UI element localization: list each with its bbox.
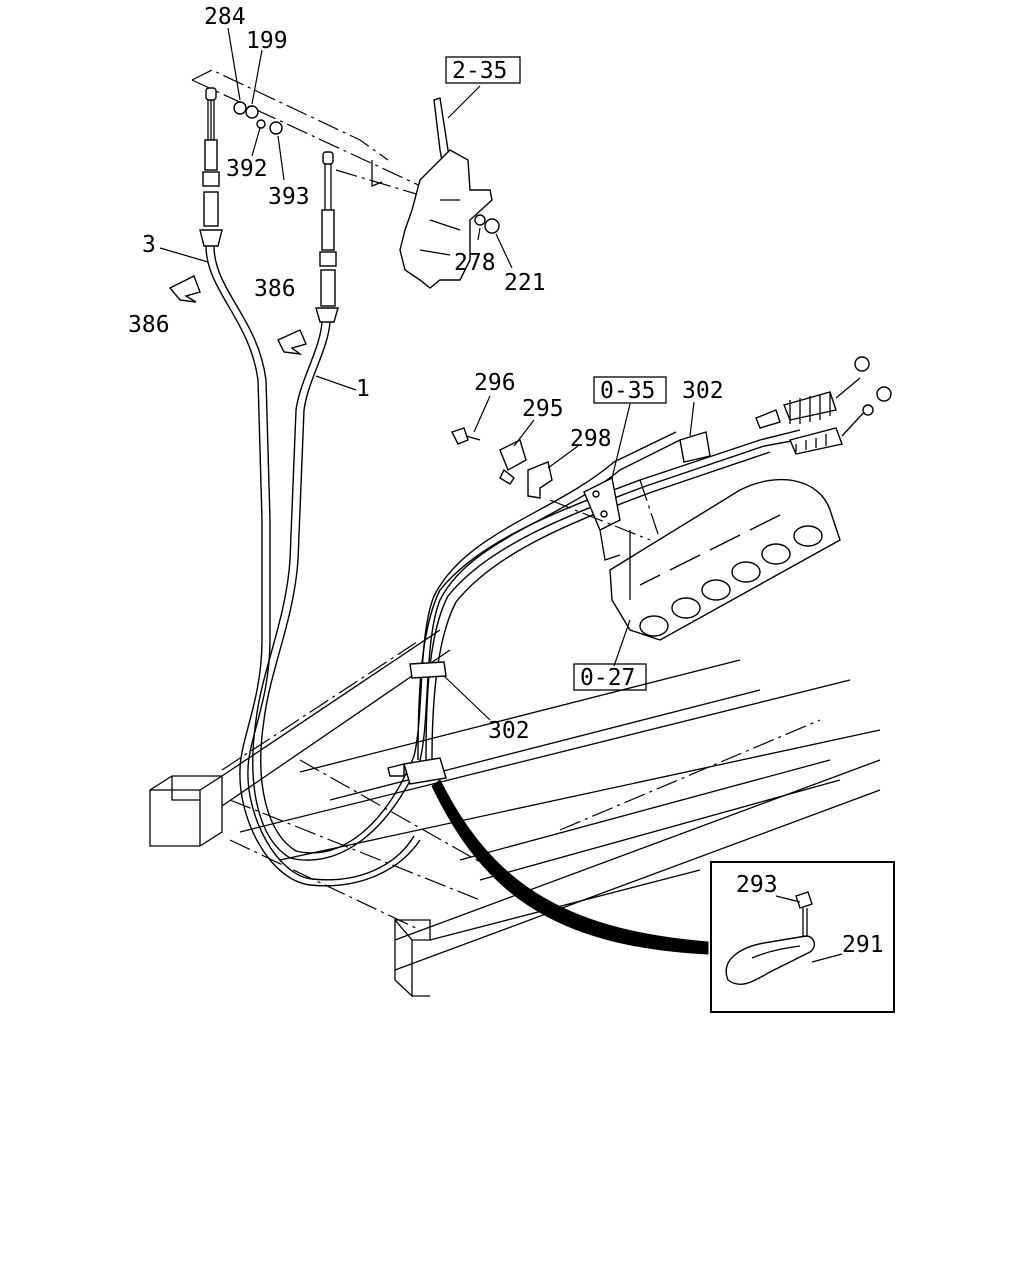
nut-221-icon — [484, 218, 500, 234]
ref-box-0-27 — [573, 663, 647, 691]
callouts: 284 199 392 393 3 386 386 1 278 221 296 … — [128, 4, 884, 958]
engine-cables — [417, 356, 892, 761]
callout-278: 278 — [454, 250, 496, 276]
callout-221: 221 — [504, 270, 546, 296]
clip-386-left-icon — [168, 275, 201, 303]
callout-296: 296 — [474, 370, 516, 396]
ref-box-0-35 — [593, 376, 667, 404]
clamp-291-icon — [725, 935, 816, 986]
bracket-assembly — [549, 476, 661, 561]
shift-lever-assembly — [191, 69, 500, 289]
small-parts — [451, 427, 553, 499]
callout-302-top: 302 — [682, 378, 724, 404]
washer-284-icon — [233, 101, 247, 115]
ref-2-35: 2-35 — [452, 58, 507, 84]
bolt-293-icon — [795, 891, 813, 909]
pin-392-icon — [256, 119, 266, 129]
clip-295-icon — [499, 439, 527, 471]
clip-278-icon — [474, 214, 486, 226]
leader-lines — [159, 27, 843, 963]
clip-386-right-icon — [277, 329, 307, 356]
clips-386 — [168, 275, 307, 356]
callout-386-left: 386 — [128, 312, 170, 338]
callout-284: 284 — [204, 4, 246, 30]
reference-boxes: 2-35 0-35 0-27 — [445, 56, 667, 691]
callout-295: 295 — [522, 396, 564, 422]
detail-inset — [710, 861, 895, 1013]
clamp-302-top-icon — [679, 431, 711, 463]
callout-3: 3 — [142, 232, 156, 258]
callout-392: 392 — [226, 156, 268, 182]
callout-386-right: 386 — [254, 276, 296, 302]
bolt-296-icon — [451, 427, 469, 445]
callout-1: 1 — [356, 376, 370, 402]
detail-inset-frame — [710, 861, 895, 1013]
callout-199: 199 — [246, 28, 288, 54]
engine-manifold — [609, 478, 841, 641]
ref-box-2-35 — [445, 56, 521, 84]
cable-1 — [252, 151, 681, 861]
callout-393: 393 — [268, 184, 310, 210]
clamp-302-low-icon — [403, 757, 447, 785]
clamp-302-mid-icon — [409, 661, 447, 679]
callout-293: 293 — [736, 872, 778, 898]
detail-pointer — [431, 779, 709, 955]
clamps-302 — [387, 431, 711, 785]
callout-291: 291 — [842, 932, 884, 958]
callout-298: 298 — [570, 426, 612, 452]
ref-0-35: 0-35 — [600, 378, 655, 404]
ref-0-27: 0-27 — [580, 665, 635, 691]
callout-302-mid: 302 — [488, 718, 530, 744]
nut-393-icon — [269, 121, 283, 135]
bracket-298-icon — [527, 461, 553, 499]
chassis-frame — [149, 629, 881, 998]
cable-3 — [199, 87, 421, 887]
washer-199-icon — [245, 105, 259, 119]
